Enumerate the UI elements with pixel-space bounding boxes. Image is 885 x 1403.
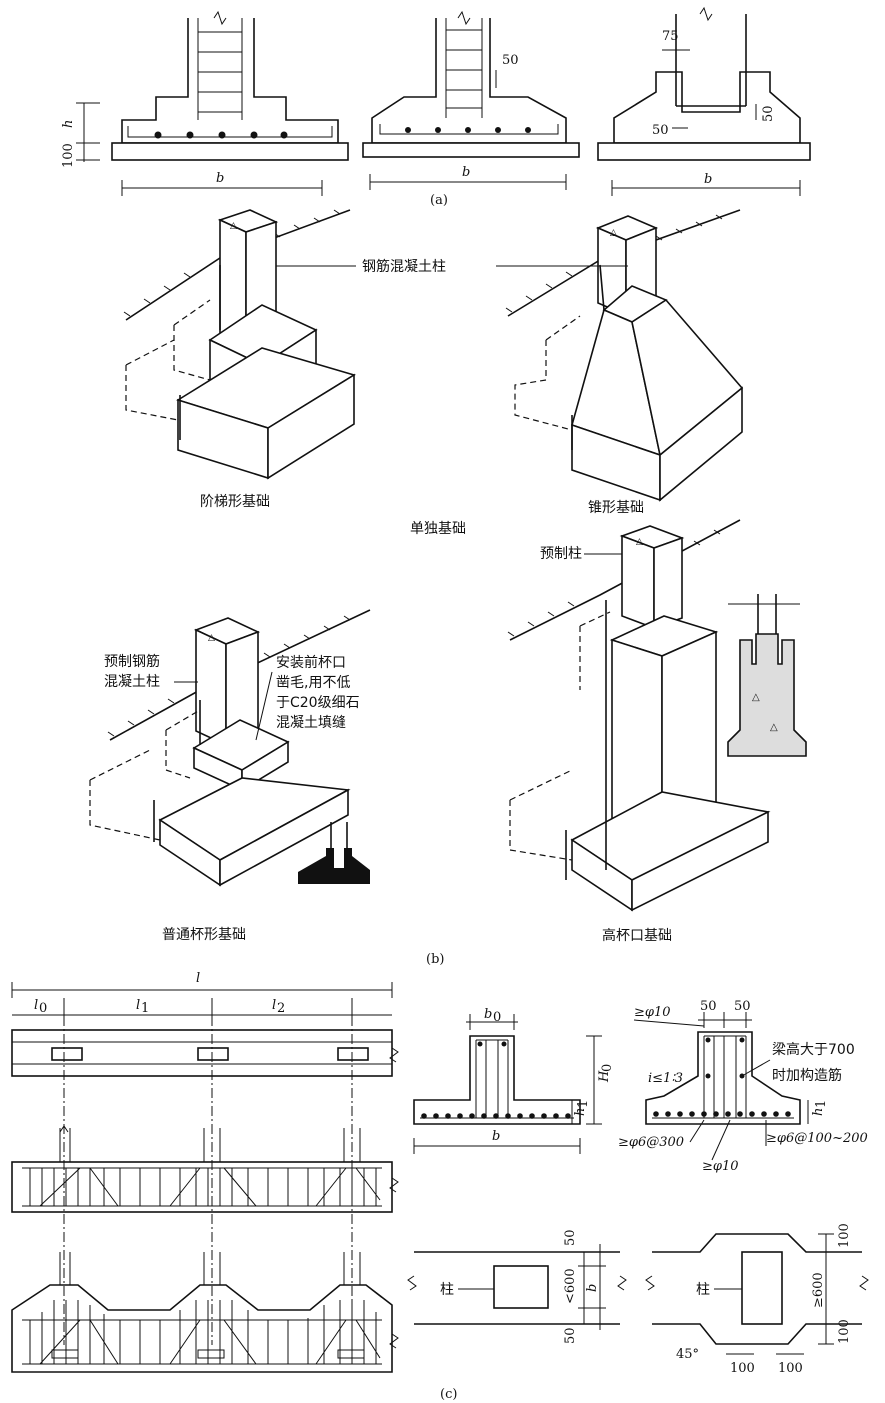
dim-100-right: 100 <box>778 1361 803 1376</box>
column-top-hatch-2: △ <box>610 228 617 238</box>
dim-l0-sub: 0 <box>39 1001 47 1016</box>
tapered-foundation-3d: △ <box>505 209 744 502</box>
stirrups-2 <box>29 1300 381 1365</box>
inverted-t-section-1: b 0 H 0 h 1 b <box>413 1007 615 1154</box>
label-isolated: 单独基础 <box>410 520 466 537</box>
dim-l2-sub: 2 <box>277 1001 285 1016</box>
section-a-cup: 75 50 50 b <box>597 6 811 196</box>
stepped-foundation-3d: △ <box>123 209 356 480</box>
dim-h1: h <box>573 1108 588 1116</box>
dim-h: h <box>61 120 76 128</box>
label-slope: i≤1∶3 <box>648 1071 683 1086</box>
label-phi10-top: ≥φ10 <box>634 1005 671 1020</box>
column-top-hatch-3: △ <box>208 633 215 643</box>
dim-b-2: b <box>462 165 470 180</box>
dim-100-left: 100 <box>730 1361 755 1376</box>
cup-foundation-3d: △ <box>89 609 371 887</box>
note-line-3: 于C20级细石 <box>276 695 360 711</box>
label-col-1: 柱 <box>440 1282 454 1298</box>
inverted-t-section-2: 50 50 ≥φ10 梁高大于700 时加构造筋 i≤1∶3 h 1 ≥φ6@3… <box>618 999 868 1174</box>
dim-h1-sub: 1 <box>576 1100 591 1108</box>
dim-100-top: 100 <box>837 1223 852 1248</box>
label-c: (c) <box>440 1387 457 1402</box>
rebar-dots-1 <box>421 1041 571 1119</box>
dim-50-mid: 50 <box>502 53 519 68</box>
dim-b-3: b <box>704 172 712 187</box>
rebar-dots-2 <box>653 1037 791 1117</box>
dim-75: 75 <box>662 29 679 44</box>
dim-50-bottom: 50 <box>652 123 669 138</box>
dim-H0-sub: 0 <box>600 1064 615 1072</box>
beam-note-1: 梁高大于700 <box>772 1041 855 1058</box>
dim-l0: l <box>34 998 38 1013</box>
dim-50-a: 50 <box>700 999 717 1014</box>
plan-detail-1: 柱 50 <600 b 50 <box>407 1229 627 1344</box>
dim-h1-2: h <box>811 1108 826 1116</box>
hatch-symbol-2: △ <box>770 722 778 733</box>
label-precast-column: 预制柱 <box>540 546 582 562</box>
dim-100: 100 <box>61 143 76 168</box>
label-stepped: 阶梯形基础 <box>200 493 270 510</box>
dim-100-bot: 100 <box>837 1319 852 1344</box>
label-high-cup: 高杯口基础 <box>602 927 672 944</box>
section-a-stepped: h 100 b <box>61 10 349 196</box>
high-cup-foundation-3d: △ <box>507 519 771 912</box>
dim-l1-sub: 1 <box>141 1001 149 1016</box>
dim-l2: l <box>272 998 276 1013</box>
dim-b0: b <box>484 1007 492 1022</box>
dim-H0: H <box>597 1070 612 1083</box>
dim-b-plan: b <box>585 1284 600 1292</box>
high-cup-section-small: △ △ <box>727 594 807 757</box>
label-phi10-bottom: ≥φ10 <box>702 1159 739 1174</box>
beam-note-2: 时加构造筋 <box>772 1067 842 1084</box>
dim-ge600: ≥600 <box>811 1272 826 1308</box>
dim-b-c: b <box>492 1129 500 1144</box>
dim-l1: l <box>136 998 140 1013</box>
label-precast-rc-1: 预制钢筋 <box>104 653 160 670</box>
dim-lt600: <600 <box>563 1268 578 1304</box>
label-col-2: 柱 <box>696 1282 710 1298</box>
label-precast-rc-2: 混凝土柱 <box>104 674 160 690</box>
strip-beam-plan: l l 0 l 1 l 2 <box>11 971 399 1373</box>
dim-50-top: 50 <box>563 1229 578 1246</box>
plan-detail-2: 柱 100 ≥600 100 45° 100 100 <box>645 1223 869 1376</box>
note-line-4: 混凝土填缝 <box>276 715 346 731</box>
column-callout: 钢筋混凝土柱 <box>276 258 628 275</box>
label-cup: 普通杯形基础 <box>162 926 246 943</box>
column-top-hatch: △ <box>230 221 237 231</box>
label-a: (a) <box>430 193 448 208</box>
dim-50-b: 50 <box>734 999 751 1014</box>
dim-b-1: b <box>216 171 224 186</box>
note-line-2: 凿毛,用不低 <box>276 675 350 691</box>
label-phi6-100-200: ≥φ6@100~200 <box>766 1131 868 1146</box>
dim-50-right: 50 <box>761 105 776 122</box>
note-line-1: 安装前杯口 <box>276 654 346 671</box>
label-45deg: 45° <box>676 1347 699 1362</box>
dim-l: l <box>196 971 200 986</box>
dim-50-bot: 50 <box>563 1327 578 1344</box>
dim-b0-sub: 0 <box>493 1010 501 1025</box>
label-tapered: 锥形基础 <box>588 499 644 516</box>
label-b: (b) <box>426 952 444 967</box>
cup-section-small <box>298 822 370 884</box>
dim-h1-2-sub: 1 <box>814 1100 829 1108</box>
column-top-hatch-4: △ <box>636 537 643 547</box>
label-rc-column: 钢筋混凝土柱 <box>362 258 446 275</box>
stirrups-1 <box>29 1167 381 1207</box>
hatch-symbol-1: △ <box>752 692 760 703</box>
section-a-tapered: 50 b <box>362 10 580 190</box>
label-phi6-300: ≥φ6@300 <box>618 1135 684 1150</box>
